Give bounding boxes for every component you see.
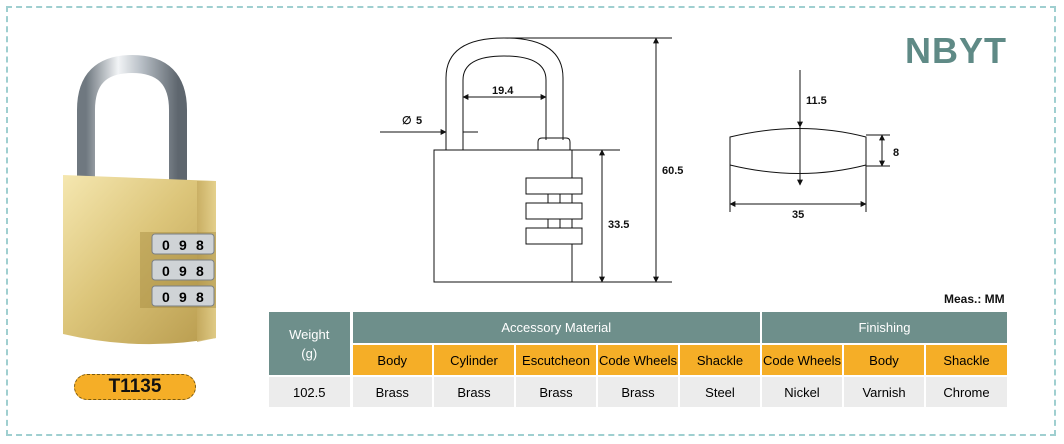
table-cell: Brass [597, 376, 680, 407]
table-row: 102.5 Brass Brass Brass Brass Steel Nick… [269, 376, 1007, 407]
dial-digit: 8 [196, 263, 204, 279]
dim-shackle-width: 19.4 [492, 85, 514, 97]
finishing-header: Finishing [761, 312, 1007, 345]
dial-digit: 0 [162, 237, 170, 253]
dial-digit: 9 [179, 237, 187, 253]
table-cell: Brass [515, 376, 598, 407]
dim-body-height: 33.5 [608, 219, 629, 231]
dim-top-offset: 11.5 [806, 95, 827, 107]
weight-unit: (g) [301, 345, 318, 361]
dial-digit: 8 [196, 237, 204, 253]
dial-digit: 0 [162, 289, 170, 305]
dial-digit: 8 [196, 289, 204, 305]
dim-shackle-diameter: 5 [416, 115, 422, 127]
front-view-drawing [380, 37, 672, 283]
column-header: Shackle [679, 344, 762, 377]
column-header: Body [351, 344, 434, 377]
dial-wheel-middle: 0 9 8 [151, 259, 215, 281]
spec-table: Weight (g) Accessory Material Finishing … [269, 312, 1007, 407]
column-header: Code Wheels [597, 344, 680, 377]
page-border [6, 6, 1056, 436]
measurement-unit-note: Meas.: MM [944, 292, 1005, 306]
weight-header: Weight (g) [269, 312, 353, 377]
dial-digit: 0 [162, 263, 170, 279]
table-cell: Nickel [761, 376, 844, 407]
table-cell: Brass [351, 376, 434, 407]
column-header: Cylinder [433, 344, 516, 377]
column-header: Code Wheels [761, 344, 844, 377]
dial-digit: 9 [179, 263, 187, 279]
brand-logo: NBYT [905, 30, 1007, 71]
dim-side-thickness: 8 [893, 147, 899, 159]
column-header: Shackle [925, 344, 1007, 377]
dim-side-width: 35 [792, 209, 804, 221]
column-header: Escutcheon [515, 344, 598, 377]
dial-wheel-bottom: 0 9 8 [151, 285, 215, 307]
table-cell: Chrome [925, 376, 1007, 407]
dim-total-height: 60.5 [662, 165, 683, 177]
weight-label: Weight [289, 326, 330, 342]
table-cell: Steel [679, 376, 762, 407]
accessory-material-header: Accessory Material [351, 312, 762, 345]
table-cell: 102.5 [269, 376, 353, 407]
side-view-drawing [729, 70, 890, 212]
padlock-photo: 0 9 8 0 9 8 0 9 8 [63, 54, 216, 345]
model-badge: T1135 [74, 374, 196, 400]
padlock-shackle [77, 54, 187, 192]
table-cell: Brass [433, 376, 516, 407]
dial-digit: 9 [179, 289, 187, 305]
dial-wheel-top: 0 9 8 [151, 233, 215, 255]
dim-diameter-symbol: ∅ [402, 115, 412, 127]
table-cell: Varnish [843, 376, 926, 407]
column-header: Body [843, 344, 926, 377]
